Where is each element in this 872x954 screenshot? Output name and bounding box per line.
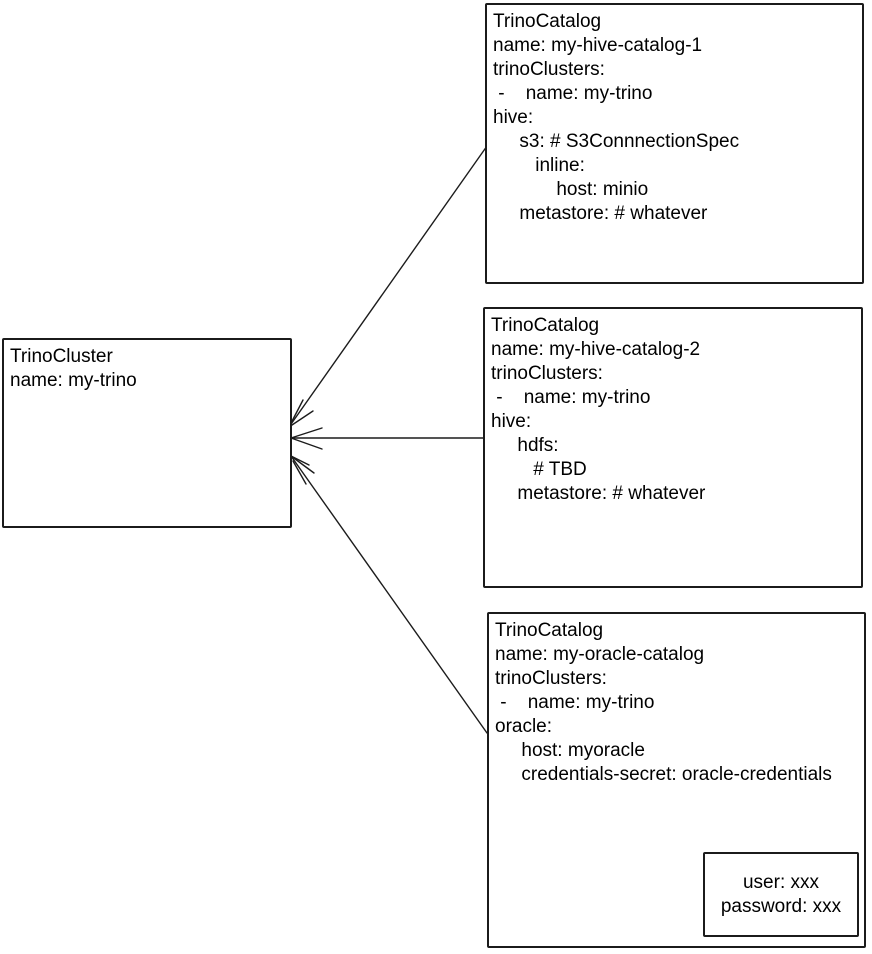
edge-line [290, 455, 488, 734]
arrowhead-icon [290, 455, 310, 466]
edge-catalog1-to-cluster [288, 145, 488, 428]
trino-cluster-spec-text: TrinoCluster name: my-trino [10, 346, 137, 391]
trino-catalog-hive-2-spec-text: TrinoCatalog name: my-hive-catalog-2 tri… [491, 315, 706, 504]
arrowhead-icon [290, 437, 323, 450]
arrowhead-icon [288, 410, 314, 428]
node-trino-catalog-hive-2: TrinoCatalog name: my-hive-catalog-2 tri… [483, 307, 863, 588]
node-credentials-secret: user: xxx password: xxx [703, 852, 859, 937]
arrowhead-icon [290, 427, 323, 439]
credentials-secret-text: user: xxx password: xxx [720, 871, 842, 917]
arrowhead-icon [292, 460, 307, 485]
arrowhead-icon [290, 455, 315, 474]
edge-line [288, 145, 488, 428]
edge-catalog3-to-cluster [290, 455, 488, 734]
trino-catalog-hive-1-spec-text: TrinoCatalog name: my-hive-catalog-1 tri… [493, 11, 740, 224]
node-trino-cluster: TrinoCluster name: my-trino [2, 338, 292, 528]
edge-catalog2-to-cluster [290, 427, 484, 450]
node-trino-catalog-hive-1: TrinoCatalog name: my-hive-catalog-1 tri… [485, 3, 864, 284]
trino-catalog-oracle-spec-text: TrinoCatalog name: my-oracle-catalog tri… [495, 620, 832, 785]
